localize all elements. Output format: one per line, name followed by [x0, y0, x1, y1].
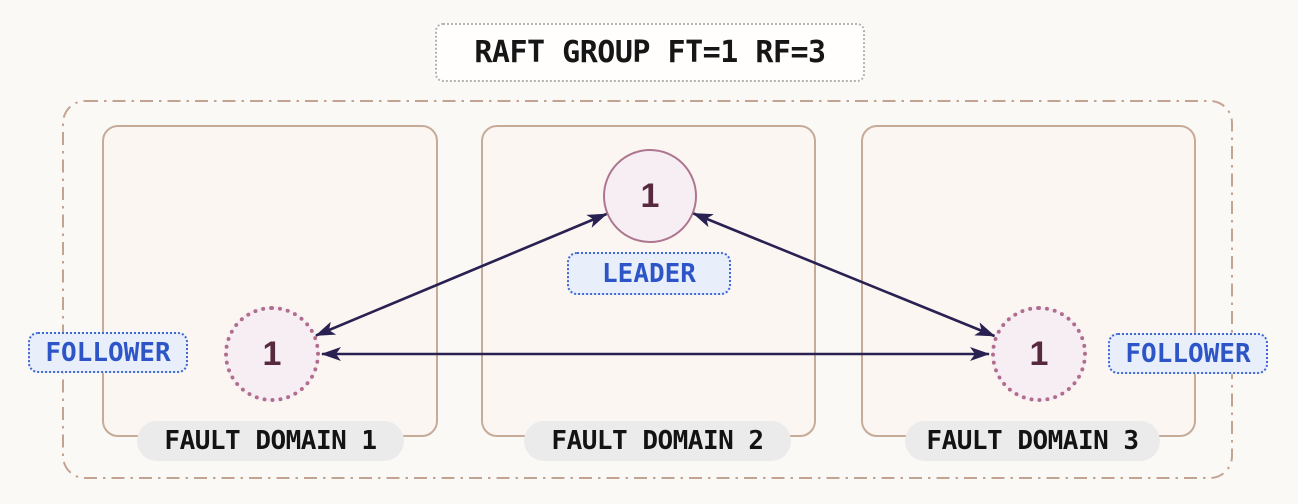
fault-domain-3-label: FAULT DOMAIN 3	[905, 421, 1160, 461]
follower-badge-left: FOLLOWER	[28, 332, 188, 373]
follower-node-3: 1	[991, 306, 1087, 402]
diagram-title-text: RAFT GROUP FT=1 RF=3	[474, 35, 826, 70]
follower-node-1: 1	[224, 306, 320, 402]
fault-domain-2-label: FAULT DOMAIN 2	[524, 421, 791, 461]
fault-domain-1-label: FAULT DOMAIN 1	[137, 421, 404, 461]
follower-badge-right: FOLLOWER	[1108, 333, 1268, 374]
leader-node: 1	[603, 149, 697, 243]
node-value: 1	[640, 176, 660, 215]
leader-badge: LEADER	[567, 252, 731, 295]
node-value: 1	[262, 334, 282, 373]
diagram-title: RAFT GROUP FT=1 RF=3	[435, 23, 865, 82]
node-value: 1	[1029, 334, 1049, 373]
